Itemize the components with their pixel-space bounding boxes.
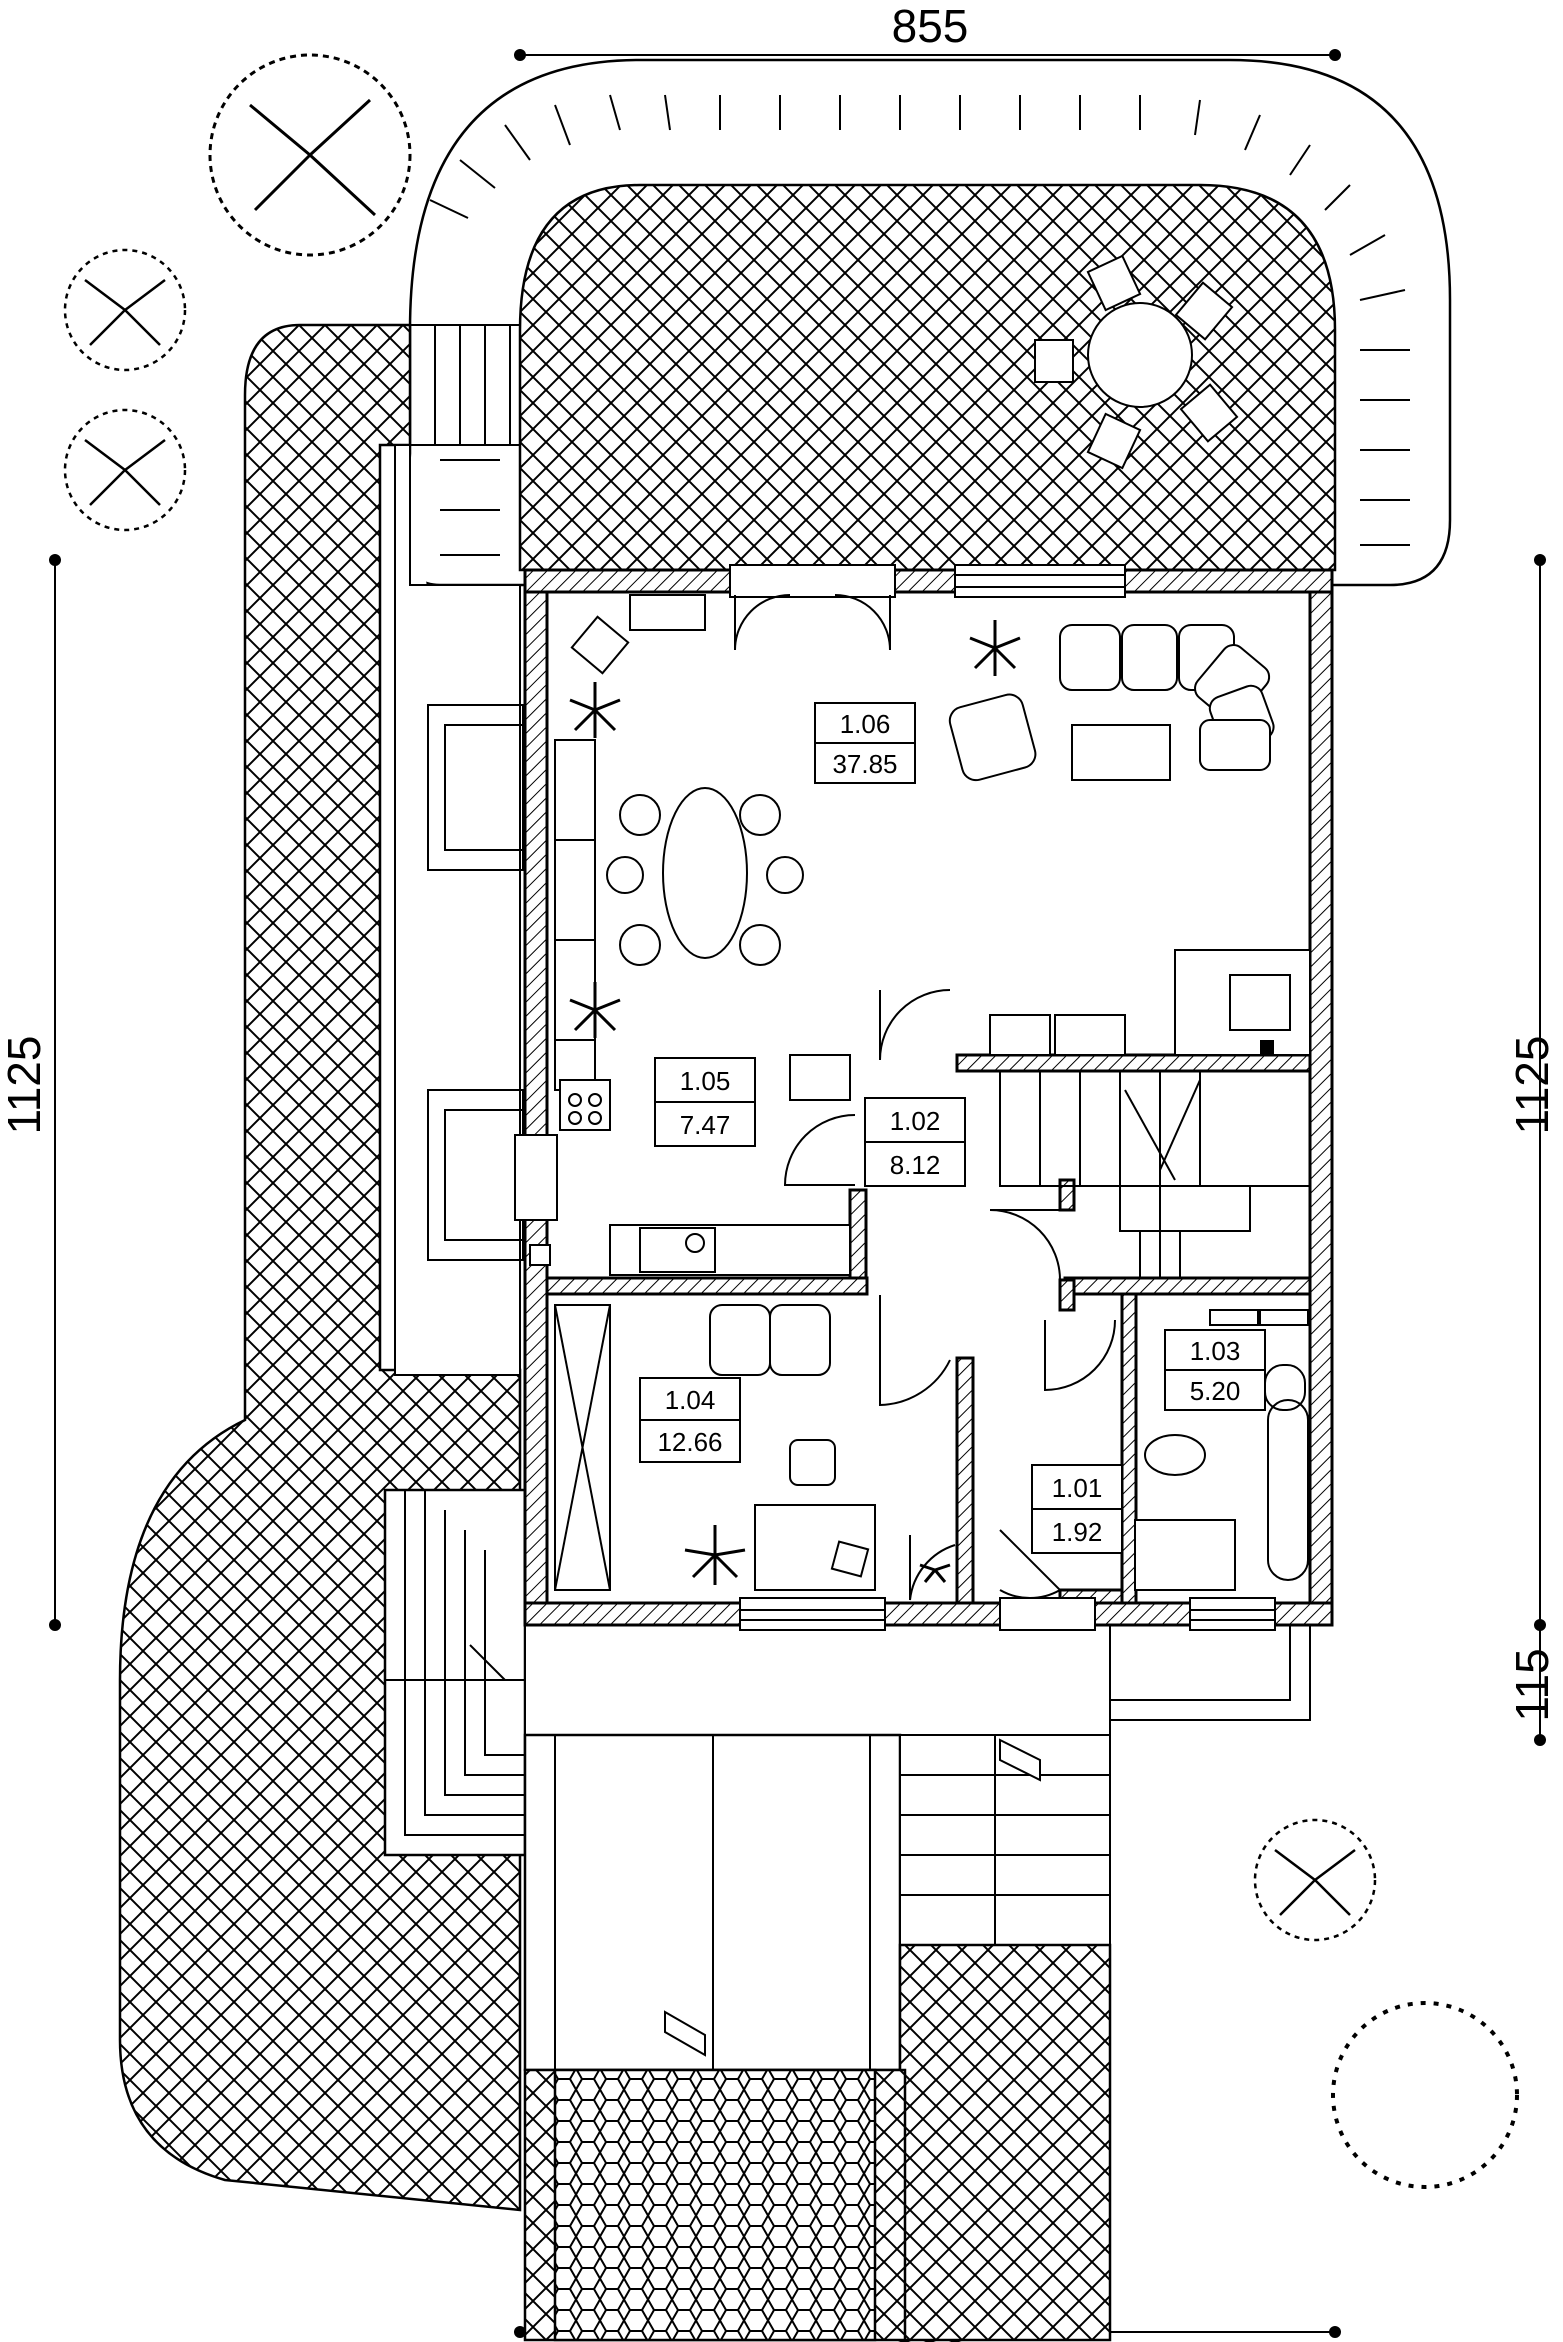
room-label-1-02: 1.02 8.12 <box>864 1097 966 1187</box>
terrace-upper <box>408 58 1452 587</box>
dimension-right: 1125 115 <box>1506 554 1558 1746</box>
room-area: 7.47 <box>680 1110 731 1140</box>
room-number: 1.01 <box>1052 1473 1103 1503</box>
paving-left <box>118 323 527 2212</box>
dimension-left-label: 1125 <box>0 1036 50 1135</box>
trees <box>63 53 1519 2189</box>
dimension-top-label: 855 <box>892 0 969 52</box>
lower-area <box>523 1624 1311 2342</box>
dimension-right-main-label: 1125 <box>1506 1036 1558 1135</box>
room-number: 1.03 <box>1190 1336 1241 1366</box>
room-label-1-04: 1.04 12.66 <box>639 1377 741 1463</box>
doors <box>734 594 1116 1601</box>
room-area: 5.20 <box>1190 1376 1241 1406</box>
room-number: 1.06 <box>840 709 891 739</box>
plants <box>569 620 1021 1585</box>
furniture <box>529 594 1311 1591</box>
room-label-1-01: 1.01 1.92 <box>1031 1464 1123 1554</box>
room-area: 37.85 <box>832 749 897 779</box>
room-number: 1.05 <box>680 1066 731 1096</box>
room-area: 8.12 <box>890 1150 941 1180</box>
room-area: 1.92 <box>1052 1517 1103 1547</box>
room-label-1-03: 1.03 5.20 <box>1164 1329 1266 1411</box>
room-area: 12.66 <box>657 1427 722 1457</box>
dimension-right-small-label: 115 <box>1506 1648 1558 1721</box>
room-label-1-05: 1.05 7.47 <box>654 1057 756 1147</box>
room-label-1-06: 1.06 37.85 <box>814 702 916 784</box>
interior-stair <box>999 1070 1311 1278</box>
house-walls <box>514 564 1334 1631</box>
dimension-top: 855 <box>514 0 1341 61</box>
room-number: 1.02 <box>890 1106 941 1136</box>
dimension-left: 1125 <box>0 554 61 1631</box>
room-number: 1.04 <box>665 1385 716 1415</box>
